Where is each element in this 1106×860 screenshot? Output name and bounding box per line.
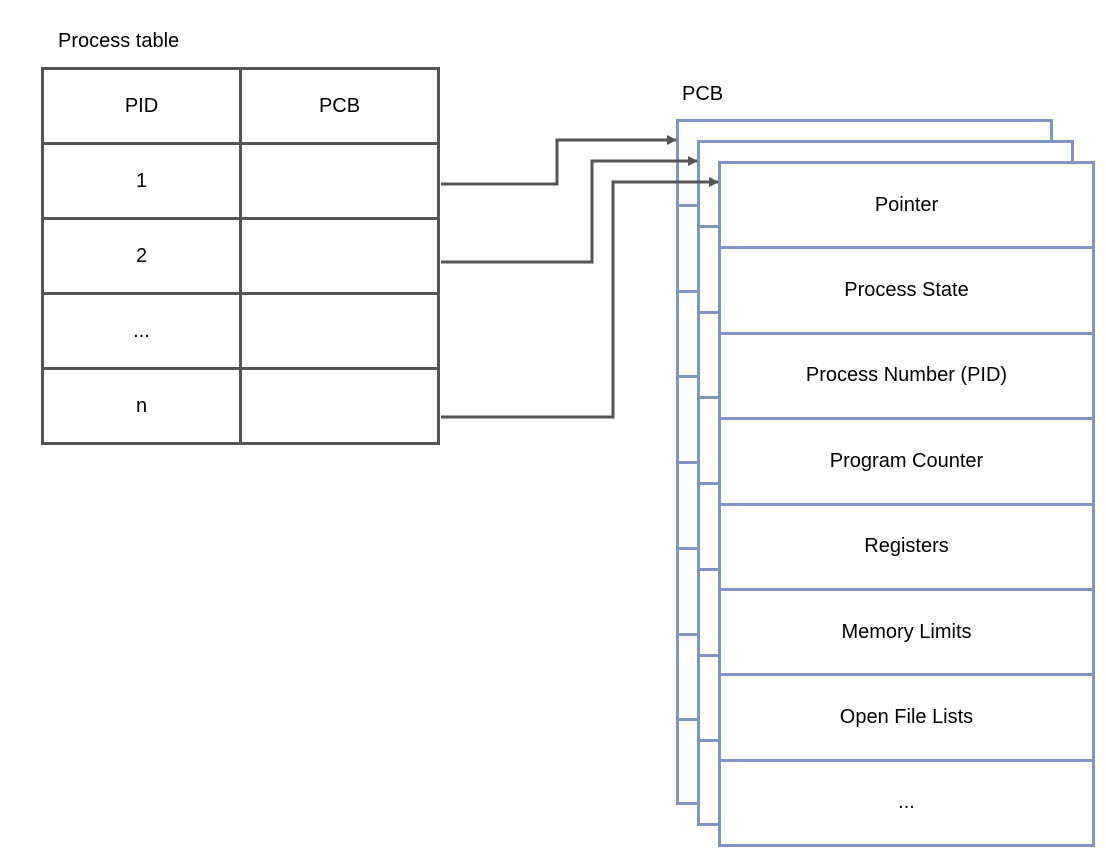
pcb-pointer-cell	[239, 142, 440, 220]
pcb-stack-divider-tick	[697, 568, 718, 571]
pcb-field-registers: Registers	[721, 506, 1092, 591]
pid-column-header: PID	[41, 67, 242, 145]
pcb-field-more: ...	[898, 791, 915, 814]
pid-cell: n	[41, 367, 242, 445]
arrow-row-2-to-pcb	[441, 156, 698, 264]
pcb-pointer-cell	[239, 217, 440, 295]
pcb-stack-divider-tick	[676, 204, 697, 207]
process-table-title: Process table	[58, 30, 180, 52]
pcb-block: Pointer Process State Process Number (PI…	[718, 161, 1095, 847]
pcb-stack-divider-tick	[697, 654, 718, 657]
pcb-field-process-state: Process State	[721, 249, 1092, 335]
pcb-field-pointer: Pointer	[721, 164, 1092, 250]
pcb-field-open-file-lists: Open File Lists	[721, 676, 1092, 762]
table-row: 2	[41, 217, 440, 295]
pcb-field-program-counter: Program Counter	[721, 420, 1092, 506]
pcb-column-header: PCB	[239, 67, 440, 145]
table-header-row: PID PCB	[41, 67, 440, 145]
table-row: ...	[41, 292, 440, 370]
pcb-stack-divider-tick	[697, 396, 718, 399]
pcb-title: PCB	[682, 83, 724, 105]
table-row: n	[41, 367, 440, 445]
arrow-row-1-to-pcb	[441, 135, 677, 186]
pcb-pointer-cell	[239, 292, 440, 370]
pcb-stack-divider-tick	[697, 739, 718, 742]
pcb-stack-divider-tick	[676, 461, 697, 464]
pcb-stack-divider-tick	[697, 225, 718, 228]
pcb-stack-divider-tick	[676, 375, 697, 378]
pcb-field-process-number: Process Number (PID)	[721, 335, 1092, 421]
pid-cell: 1	[41, 142, 242, 220]
table-row: 1	[41, 142, 440, 220]
pid-cell: 2	[41, 217, 242, 295]
pcb-field-memory-limits: Memory Limits	[721, 591, 1092, 677]
process-table: PID PCB 1 2 ... n	[41, 67, 440, 445]
pcb-stack-divider-tick	[676, 547, 697, 550]
pcb-pointer-cell	[239, 367, 440, 445]
pid-cell: ...	[41, 292, 242, 370]
pcb-stack-divider-tick	[697, 311, 718, 314]
pcb-stack-divider-tick	[676, 718, 697, 721]
pcb-stack-divider-tick	[676, 290, 697, 293]
pcb-stack-divider-tick	[676, 633, 697, 636]
pcb-stack-divider-tick	[697, 482, 718, 485]
